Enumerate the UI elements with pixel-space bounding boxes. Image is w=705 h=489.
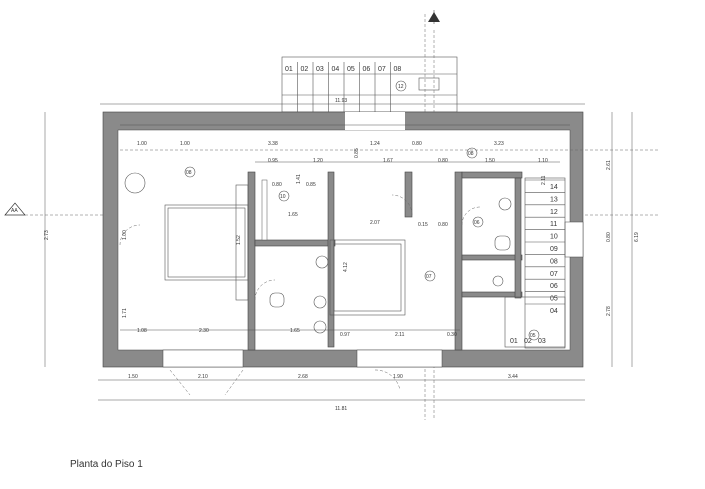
dimension-lines (44, 103, 660, 401)
svg-text:0.97: 0.97 (340, 332, 350, 338)
stair-step-label: 06 (550, 283, 558, 290)
svg-text:2.07: 2.07 (370, 220, 380, 226)
room-tags: 08 08 10 06 07 05 (184, 147, 540, 341)
svg-text:10: 10 (280, 194, 286, 200)
svg-text:0.30: 0.30 (447, 332, 457, 338)
svg-text:2.61: 2.61 (606, 160, 612, 170)
side-stair: 14 13 12 11 10 09 08 07 06 05 04 01 02 03 (504, 177, 566, 349)
room-tag-12: 12 (398, 84, 404, 90)
svg-text:0.80: 0.80 (438, 222, 448, 228)
svg-text:1.00: 1.00 (180, 141, 190, 147)
furniture (119, 172, 512, 396)
sink-icon (313, 295, 327, 309)
stair-step-label: 12 (550, 209, 558, 216)
svg-text:0.95: 0.95 (268, 158, 278, 164)
sink-icon (498, 197, 512, 211)
sink-icon (313, 320, 327, 334)
svg-text:3.38: 3.38 (268, 141, 278, 147)
svg-text:0.85: 0.85 (354, 148, 360, 158)
bed-right (329, 239, 406, 316)
svg-text:1.65: 1.65 (290, 328, 300, 334)
svg-text:1.67: 1.67 (383, 158, 393, 164)
sink-icon (315, 255, 329, 269)
stair-step-label: 05 (550, 296, 558, 303)
svg-text:1.50: 1.50 (128, 374, 138, 380)
sink-icon (492, 275, 504, 287)
svg-text:2.68: 2.68 (298, 374, 308, 380)
stair-step-label: 01 (285, 66, 293, 73)
stair-step-label: 01 (510, 338, 518, 345)
stair-step-label: 04 (550, 308, 558, 315)
svg-text:0.80: 0.80 (606, 232, 612, 242)
stair-step-label: 08 (394, 66, 402, 73)
svg-text:08: 08 (186, 170, 192, 176)
stair-step-label: 03 (538, 338, 546, 345)
svg-text:0.80: 0.80 (412, 141, 422, 147)
svg-text:1.71: 1.71 (122, 308, 128, 318)
drawing-caption: Planta do Piso 1 (70, 459, 143, 470)
svg-text:3.23: 3.23 (494, 141, 504, 147)
stair-step-label: 02 (524, 338, 532, 345)
svg-text:3.44: 3.44 (508, 374, 518, 380)
svg-text:11.81: 11.81 (335, 406, 347, 412)
svg-text:1.24: 1.24 (370, 141, 380, 147)
svg-text:1.52: 1.52 (236, 235, 242, 245)
svg-text:2.73: 2.73 (44, 230, 50, 240)
svg-text:08: 08 (468, 151, 474, 157)
svg-text:05: 05 (530, 333, 536, 339)
svg-text:1.20: 1.20 (313, 158, 323, 164)
interior-walls (247, 171, 523, 351)
svg-text:0.85: 0.85 (306, 182, 316, 188)
svg-text:11.93: 11.93 (335, 98, 347, 104)
stair-step-label: 14 (550, 184, 558, 191)
svg-text:2.30: 2.30 (199, 328, 209, 334)
svg-text:06: 06 (474, 220, 480, 226)
stair-step-label: 06 (363, 66, 371, 73)
svg-text:1.65: 1.65 (288, 212, 298, 218)
stair-step-label: 08 (550, 258, 558, 265)
stair-step-label: 09 (550, 246, 558, 253)
stair-step-label: 11 (550, 221, 557, 228)
svg-text:1.08: 1.08 (137, 328, 147, 334)
toilet-icon (494, 235, 511, 251)
stair-step-label: 07 (550, 271, 558, 278)
svg-text:1.41: 1.41 (296, 174, 302, 184)
stair-step-label: 03 (316, 66, 324, 73)
plant-icon (124, 172, 146, 194)
stair-step-label: 10 (550, 234, 558, 241)
toilet-icon (269, 292, 285, 308)
svg-text:1.10: 1.10 (538, 158, 548, 164)
svg-text:2.11: 2.11 (395, 332, 405, 338)
svg-text:0.80: 0.80 (272, 182, 282, 188)
room-tag-circle (395, 80, 407, 92)
stair-step-label: 04 (332, 66, 340, 73)
svg-text:1.00: 1.00 (122, 230, 128, 240)
dimension-labels: 11.93 11.81 1.50 2.10 2.68 1.90 3.44 2.7… (44, 98, 640, 412)
svg-text:1.90: 1.90 (393, 374, 403, 380)
svg-text:2.11: 2.11 (541, 175, 547, 185)
svg-text:0.15: 0.15 (418, 222, 428, 228)
svg-text:2.10: 2.10 (198, 374, 208, 380)
stair-step-label: 07 (378, 66, 386, 73)
svg-text:2.78: 2.78 (606, 306, 612, 316)
svg-text:1.00: 1.00 (137, 141, 147, 147)
stair-step-label: 02 (301, 66, 309, 73)
svg-text:AA: AA (11, 208, 18, 214)
svg-text:1.50: 1.50 (485, 158, 495, 164)
svg-text:4.12: 4.12 (343, 262, 349, 272)
stair-step-label: 05 (347, 66, 355, 73)
stair-step-label: 13 (550, 196, 558, 203)
svg-text:07: 07 (426, 274, 432, 280)
svg-text:0.80: 0.80 (438, 158, 448, 164)
svg-text:6.19: 6.19 (634, 232, 640, 242)
